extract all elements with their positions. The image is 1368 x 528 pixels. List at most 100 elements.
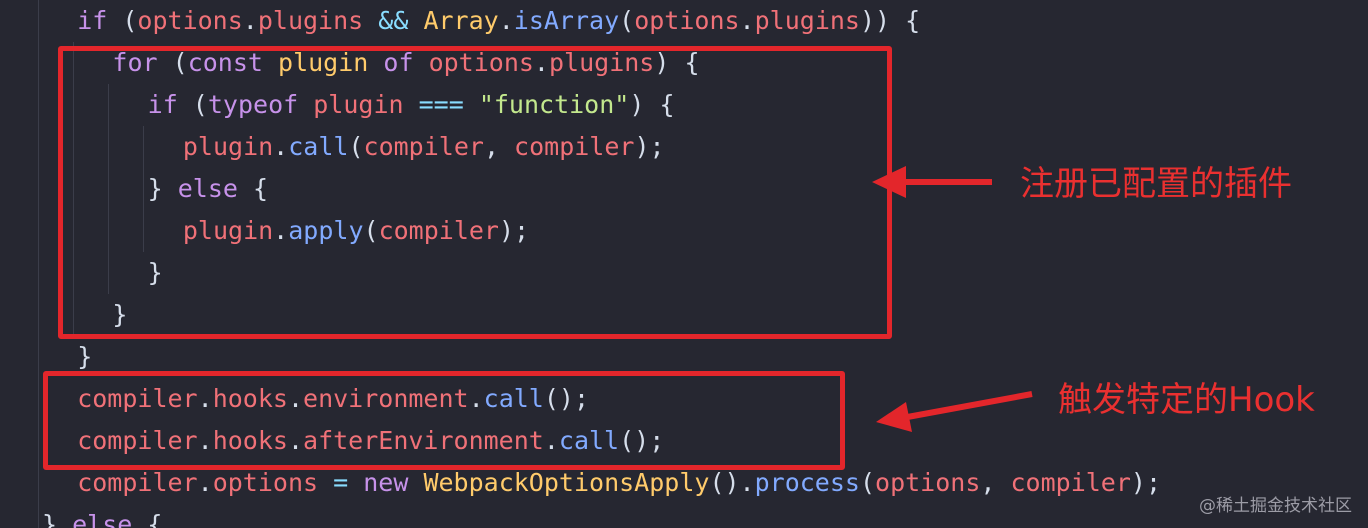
arrow-left-icon <box>872 166 992 198</box>
code-token: . <box>287 384 304 413</box>
code-token: ( <box>107 6 138 35</box>
code-token: . <box>197 426 213 455</box>
code-token: ( <box>177 90 208 119</box>
arrow-left-icon <box>876 391 1033 432</box>
code-token: } <box>42 510 73 528</box>
code-token: hooks <box>212 426 288 455</box>
hooks-call-highlight-box <box>43 371 845 470</box>
code-token: const <box>187 48 263 77</box>
indent-guide <box>108 84 109 294</box>
code-token: (). <box>709 468 755 497</box>
code-token: options <box>634 6 740 35</box>
code-line: } else { <box>42 504 162 528</box>
code-token: . <box>739 6 755 35</box>
code-line: } <box>112 294 127 336</box>
code-token: options <box>212 468 319 497</box>
code-line: } else { <box>148 168 268 210</box>
code-token: else <box>72 510 133 528</box>
code-line: if (typeof plugin === "function") { <box>148 84 675 126</box>
code-token: && <box>378 6 409 35</box>
code-token: plugin <box>278 48 369 77</box>
code-token: = <box>333 468 349 497</box>
register-plugins-annotation: 注册已配置的插件 <box>1020 164 1292 204</box>
indent-guide <box>38 0 39 528</box>
code-token: isArray <box>513 6 620 35</box>
code-token: ) { <box>654 48 700 77</box>
indent-guide <box>73 42 74 336</box>
code-line: for (const plugin of options.plugins) { <box>112 42 699 84</box>
code-token: { <box>237 174 269 203</box>
code-token: Array <box>423 6 499 35</box>
code-token: process <box>754 468 860 497</box>
code-line: compiler.hooks.afterEnvironment.call(); <box>77 420 664 462</box>
code-line: } <box>77 336 92 378</box>
code-token: compiler <box>77 468 198 497</box>
code-token: . <box>273 216 289 245</box>
code-token <box>408 468 423 497</box>
code-token: ); <box>498 216 530 245</box>
code-token: plugins <box>257 6 364 35</box>
code-token <box>348 468 363 497</box>
code-token <box>408 6 423 35</box>
code-token: call <box>558 426 620 455</box>
code-line: compiler.options = new WebpackOptionsApp… <box>77 462 1161 504</box>
code-token: (); <box>543 384 590 413</box>
code-token: for <box>112 48 158 77</box>
trigger-hook-annotation: 触发特定的Hook <box>1058 380 1315 420</box>
code-token: . <box>543 426 559 455</box>
code-token: (); <box>619 426 665 455</box>
code-token: environment <box>303 384 469 413</box>
code-line: compiler.hooks.environment.call(); <box>77 378 589 420</box>
code-token: ); <box>1130 468 1162 497</box>
code-token: ); <box>634 132 665 161</box>
code-token: . <box>242 6 258 35</box>
code-token: compiler <box>1010 468 1131 497</box>
code-token: } <box>112 300 128 329</box>
code-token: . <box>197 384 213 413</box>
code-token: options <box>428 48 534 77</box>
code-token: compiler <box>378 216 499 245</box>
code-token: apply <box>288 216 364 245</box>
code-token: compiler <box>77 426 198 455</box>
plugin-registration-highlight-box <box>58 46 892 339</box>
code-token: call <box>483 384 544 413</box>
code-token: compiler <box>514 132 635 161</box>
code-token: "function" <box>478 90 630 119</box>
code-token: ( <box>157 48 188 77</box>
code-token: . <box>273 132 289 161</box>
code-token: plugins <box>754 6 860 35</box>
code-token: } <box>147 174 178 203</box>
code-token: plugin <box>182 216 274 245</box>
code-token: plugin <box>313 90 404 119</box>
code-token <box>318 468 333 497</box>
code-token: ( <box>363 216 379 245</box>
code-token: plugins <box>548 48 655 77</box>
code-token: ( <box>859 468 876 497</box>
code-line: plugin.call(compiler, compiler); <box>183 126 665 168</box>
code-token: } <box>77 342 93 371</box>
code-token: , <box>980 468 1011 497</box>
code-token: === <box>418 90 464 119</box>
code-token: . <box>287 426 304 455</box>
code-token: new <box>363 468 409 497</box>
code-line: if (options.plugins && Array.isArray(opt… <box>77 0 920 42</box>
code-token: . <box>498 6 514 35</box>
code-token: of <box>383 48 414 77</box>
code-token: } <box>147 258 163 287</box>
code-token <box>363 6 378 35</box>
code-token: , <box>483 132 515 161</box>
code-line: plugin.apply(compiler); <box>183 210 529 252</box>
code-token: options <box>137 6 243 35</box>
code-token: ) { <box>629 90 675 119</box>
code-token: call <box>288 132 349 161</box>
code-token: if <box>77 6 108 35</box>
code-line: } <box>148 252 163 294</box>
code-token: . <box>468 384 484 413</box>
code-token: typeof <box>207 90 299 119</box>
code-token: ( <box>619 6 635 35</box>
code-token: if <box>147 90 178 119</box>
code-token: )) { <box>859 6 921 35</box>
code-token: options <box>875 468 981 497</box>
code-token: afterEnvironment <box>303 426 544 455</box>
